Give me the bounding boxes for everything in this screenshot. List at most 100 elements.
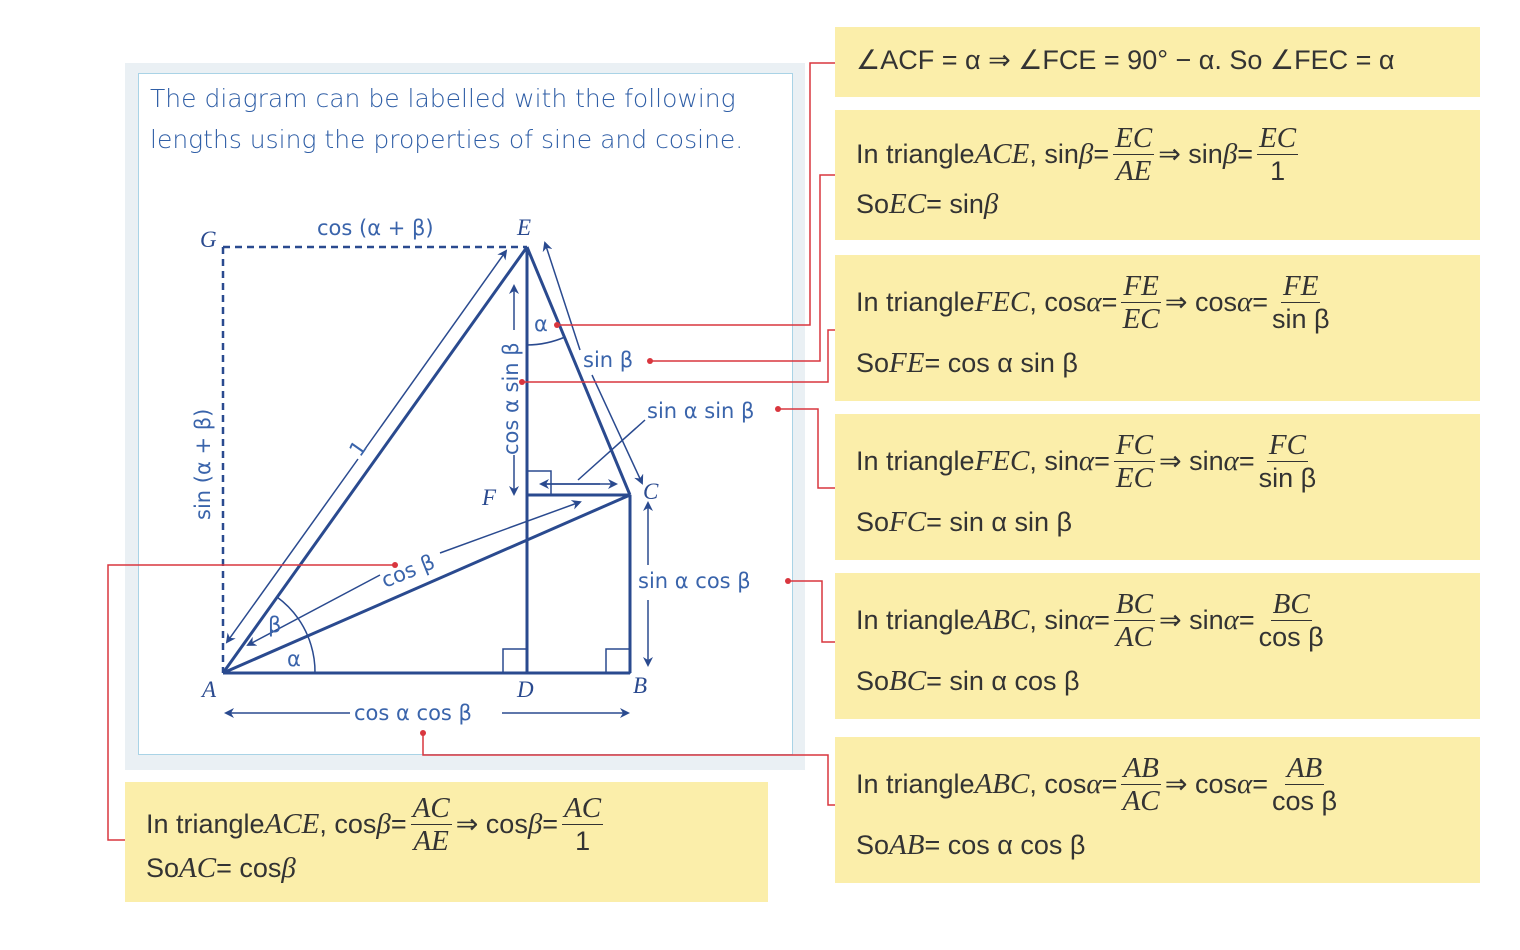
box-angle-acf: ∠ACF = α ⇒ ∠FCE = 90° − α. So ∠FEC = α [835,27,1480,97]
fc-lhs: FC [889,506,927,538]
connector-sinb [650,174,835,362]
ac-fn: , cos [319,809,377,839]
fe-imp: ⇒ cos [1164,287,1237,317]
fe-fn: , cos [1029,287,1087,317]
ab-fn: , cos [1029,769,1087,799]
ec-eq: = [1093,139,1110,169]
fe-var2: α [1236,286,1253,318]
ac-tri: ACE [264,808,320,840]
fe-so: So [856,348,890,378]
arrow-ec [542,241,581,351]
arrow-ac [439,500,582,554]
dot-fc [775,406,781,412]
intro-text: The diagram can be labelled with the fol… [150,84,744,154]
fc-so: So [856,507,890,537]
ec-rhsv: β [983,188,999,220]
edge-ae [221,246,529,674]
label-sin-b: sin β [583,348,633,372]
fe-eq2: = [1252,287,1268,317]
dot-sinb [647,358,653,364]
dot-fe [519,379,525,385]
fe-lhs: FE [889,347,925,379]
right-angle-f [526,470,552,496]
label-cos-a-cos-b: cos α cos β [354,701,472,725]
connector-bc [788,580,835,643]
label-alpha-a: α [287,647,301,671]
ac-var2: β [527,808,543,840]
right-angle-d [502,648,528,674]
dot-bc [785,578,791,584]
angle-acf-text: ∠ACF = α ⇒ ∠FCE = 90° − α. So ∠FEC = α [856,45,1395,75]
ac-so: So [146,853,180,883]
label-cos-a-plus-b: cos (α + β) [317,216,434,240]
fc-imp: ⇒ sin [1158,446,1224,476]
ab-eq: = [1101,769,1118,799]
label-b: B [633,673,647,698]
ac-eq2: = [542,809,559,839]
ec-var: β [1078,138,1094,170]
label-cos-b: cos β [378,550,438,593]
ec-eq2: = [1237,139,1254,169]
label-alpha-e: α [534,312,548,336]
connector-fc [778,408,835,489]
fc-fn: , sin [1029,446,1079,476]
fe-tri: FEC [974,286,1030,318]
ec-lhs: EC [889,188,927,220]
bc-lhs: BC [889,665,927,697]
ab-rhs: = cos α cos β [924,830,1086,860]
bc-tri: ABC [974,604,1030,636]
fc-eq: = [1094,446,1110,476]
label-d: D [516,677,534,702]
label-e: E [516,215,531,240]
fc-rhs: = sin α sin β [926,507,1073,537]
label-c: C [643,479,659,504]
bc-pre: In triangle [856,605,975,635]
fe-var: α [1086,286,1102,318]
ab-tri: ABC [974,768,1030,800]
label-sin-a-plus-b: sin (α + β) [191,409,215,520]
label-sin-a-cos-b: sin α cos β [638,569,751,593]
arrow-ec-back [591,374,644,485]
fe-rhs: = cos α sin β [924,348,1078,378]
ab-lhs: AB [889,829,925,861]
fc-pre: In triangle [856,446,975,476]
ac-pre: In triangle [146,809,265,839]
ac-rhsv: β [281,852,296,884]
label-cos-a-sin-b: cos α sin β [499,342,523,455]
label-g: G [200,227,217,252]
ab-imp: ⇒ cos [1164,769,1237,799]
ec-rhs: = sin [926,189,984,219]
arrow-ae [364,249,508,450]
fc-var2: α [1223,445,1239,477]
ab-var: α [1086,768,1102,800]
fc-var: α [1078,445,1095,477]
connector-ac [107,564,395,841]
dot-ac [392,562,398,568]
ec-var2: β [1222,138,1238,170]
label-sin-a-sin-b: sin α sin β [647,399,754,423]
bc-eq: = [1094,605,1110,635]
edge-ec [525,246,632,496]
pointer-sinasinb [577,419,646,481]
ab-eq2: = [1252,769,1268,799]
bc-var: α [1078,604,1095,636]
label-one: 1 [344,436,371,461]
ac-imp: ⇒ cos [455,809,528,839]
bc-var2: α [1223,604,1239,636]
fc-tri: FEC [974,445,1030,477]
edge-ac [222,493,631,675]
